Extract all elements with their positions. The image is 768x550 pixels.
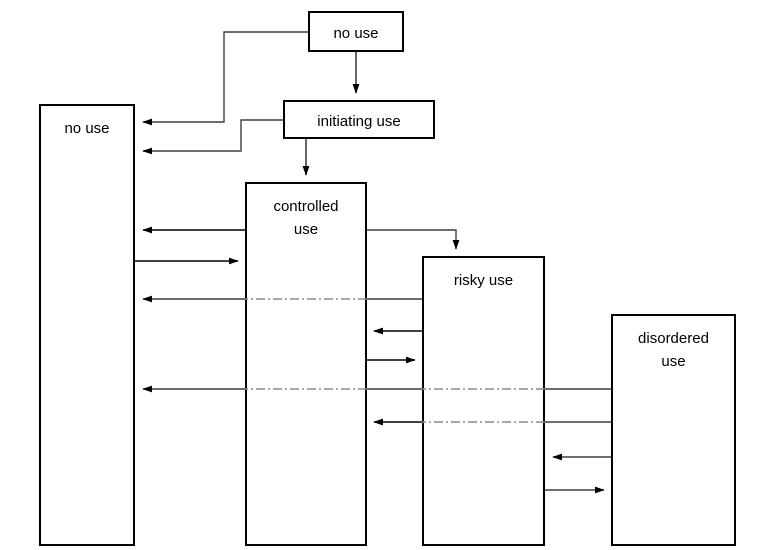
node-controlled-use[interactable]: controlled use [245,182,367,546]
node-disordered-use-label: disordered use [638,330,709,370]
connector-controlled-use-to-risky-use [367,229,460,250]
node-no-use-column[interactable]: no use [39,104,135,546]
node-initiating-use-label: initiating use [317,113,401,130]
node-no-use-top-label: no use [333,25,379,42]
connector-initiating-use-to-no-use-column [142,119,283,155]
node-risky-use[interactable]: risky use [422,256,545,546]
node-disordered-use[interactable]: disordered use [611,314,736,546]
node-risky-use-label: risky use [453,272,514,289]
progression-arrow-group [73,142,688,530]
node-controlled-use-label: controlled use [273,198,339,238]
node-initiating-use[interactable]: initiating use [283,100,435,139]
node-no-use-column-label: no use [64,120,110,137]
node-no-use-top[interactable]: no use [308,11,404,52]
